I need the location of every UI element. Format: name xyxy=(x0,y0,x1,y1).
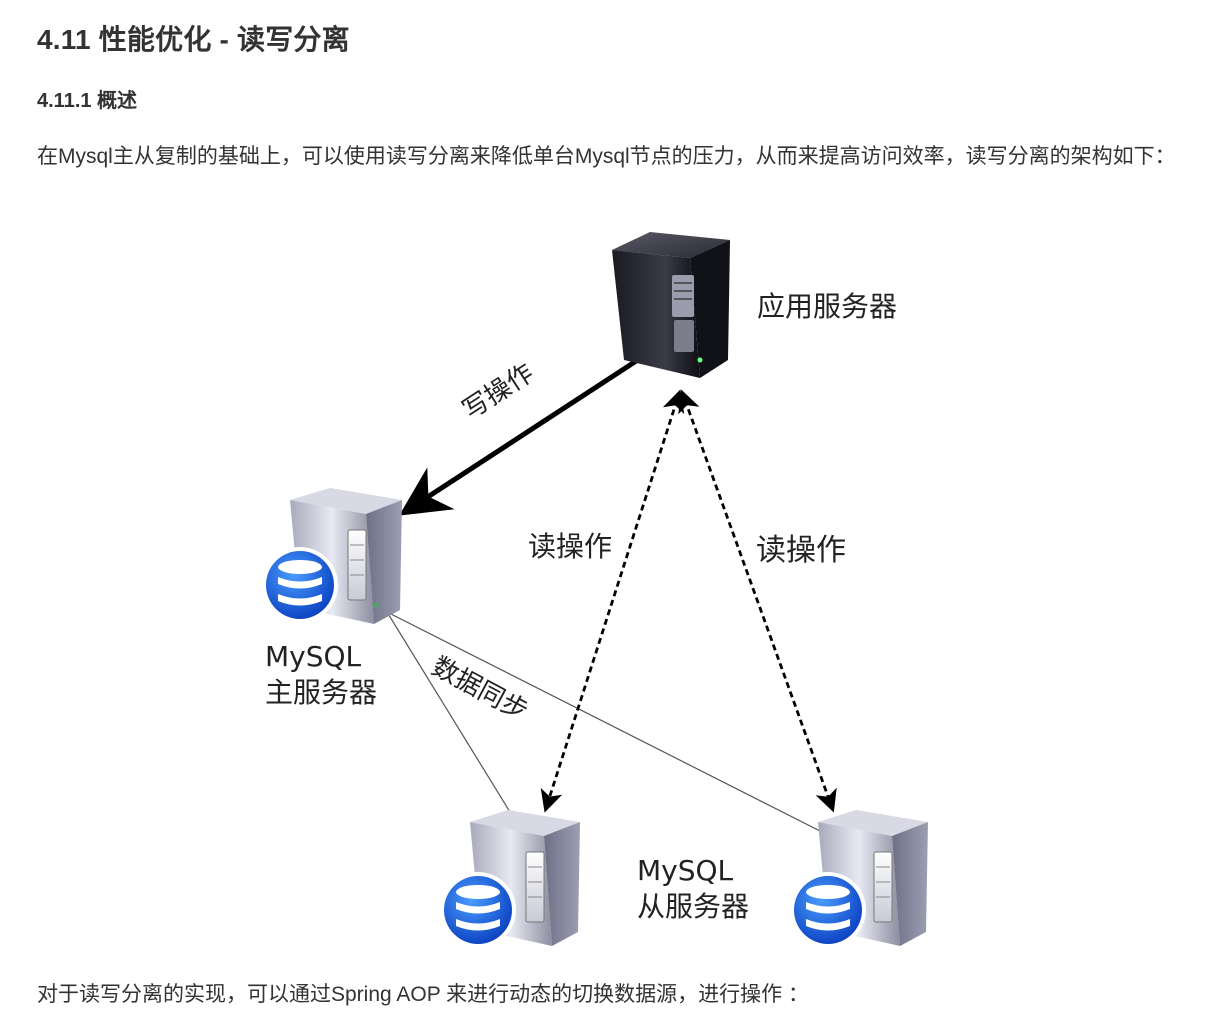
subsection-heading: 4.11.1 概述 xyxy=(37,90,138,112)
master-label-line1: MySQL xyxy=(265,640,362,673)
write-arrow xyxy=(399,349,652,516)
read-operation-label-left: 读操作 xyxy=(528,530,612,563)
app-server-label: 应用服务器 xyxy=(757,290,897,323)
read-arrow-right xyxy=(678,389,837,813)
section-heading: 4.11 性能优化 - 读写分离 xyxy=(37,24,350,55)
read-operation-label-right: 读操作 xyxy=(756,533,846,568)
slave-label-line2: 从服务器 xyxy=(637,890,749,923)
app-server-icon xyxy=(612,232,730,378)
slave-label-line1: MySQL xyxy=(637,854,734,887)
master-label-line2: 主服务器 xyxy=(265,676,377,709)
footer-paragraph: 对于读写分离的实现，可以通过Spring AOP 来进行动态的切换数据源，进行操… xyxy=(37,983,810,1006)
intro-paragraph: 在Mysql主从复制的基础上，可以使用读写分离来降低单台Mysql节点的压力，从… xyxy=(37,145,1176,168)
slave-server-right-icon xyxy=(790,810,928,948)
data-sync-label: 数据同步 xyxy=(427,652,533,727)
sync-line-left xyxy=(386,611,511,813)
slave-server-left-icon xyxy=(440,810,580,948)
sync-line-right xyxy=(386,611,823,833)
master-server-icon xyxy=(262,488,402,624)
read-arrow-left xyxy=(540,389,685,813)
write-operation-label: 写操作 xyxy=(457,358,539,426)
